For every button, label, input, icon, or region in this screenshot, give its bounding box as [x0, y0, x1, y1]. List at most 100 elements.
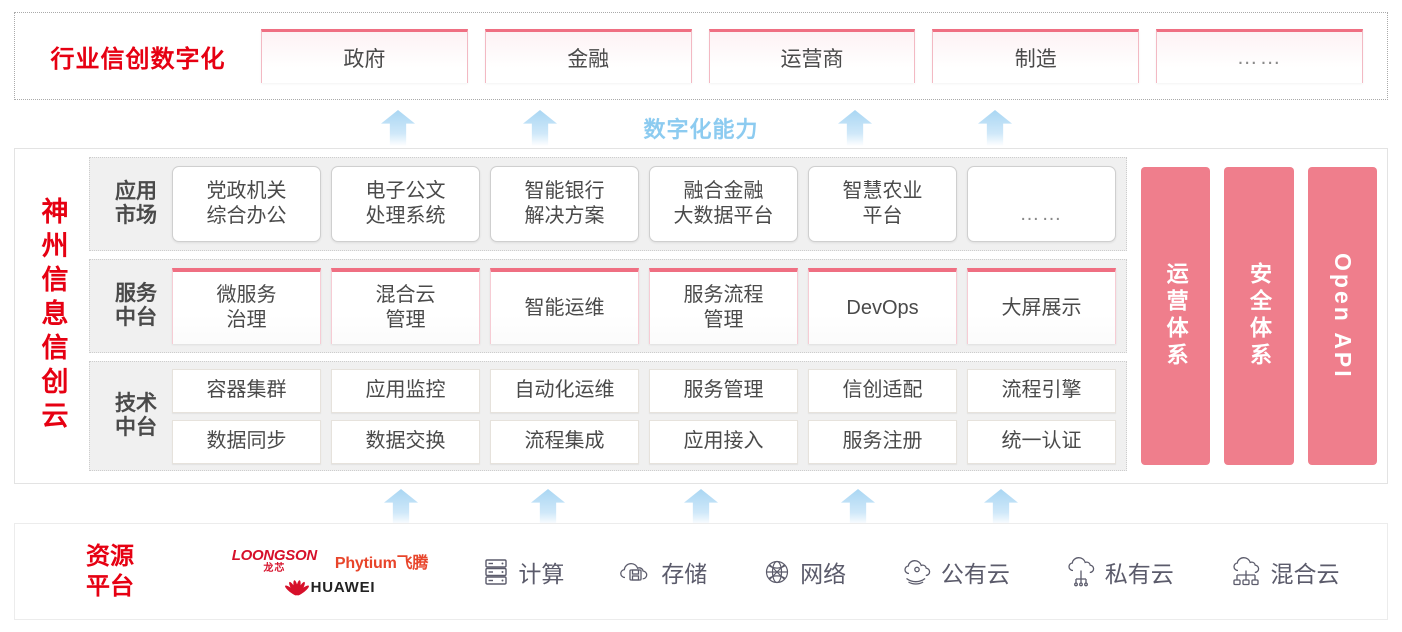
technology-platform-rows: 容器集群 应用监控 自动化运维 服务管理 信创适配 流程引擎 数据同步 数据交换… [172, 368, 1116, 464]
layer-label-line2: 中台 [115, 306, 157, 329]
tech-card-app-access[interactable]: 应用接入 [649, 419, 798, 464]
up-arrow-icon-8 [841, 489, 875, 525]
resource-item-hybrid-cloud[interactable]: 混合云 [1229, 555, 1340, 589]
huawei-logo-text: HUAWEI [310, 578, 376, 596]
layer-technology-platform: 技术 中台 容器集群 应用监控 自动化运维 服务管理 信创适配 流程引擎 [89, 361, 1127, 471]
resource-item-label: 网络 [800, 560, 847, 587]
resource-title-line2: 平台 [86, 572, 134, 600]
tech-card-container-cluster[interactable]: 容器集群 [172, 368, 321, 413]
app-card-more[interactable]: …… [967, 166, 1116, 242]
svc-card-service-process-mgmt[interactable]: 服务流程管理 [649, 268, 798, 344]
resource-item-label: 公有云 [940, 560, 1010, 587]
side-panel-label: 运营体系 [1163, 262, 1189, 370]
app-card-edoc-system[interactable]: 电子公文处理系统 [331, 166, 480, 242]
svc-card-large-screen-display[interactable]: 大屏展示 [967, 268, 1116, 344]
resource-item-label: 私有云 [1104, 560, 1174, 587]
side-panel-operation-system[interactable]: 运营体系 [1141, 167, 1211, 465]
industry-card-manufacturing[interactable]: 制造 [932, 29, 1140, 83]
tech-card-data-sync[interactable]: 数据同步 [172, 419, 321, 464]
resource-item-list: 计算 存储 [455, 555, 1387, 589]
industry-band: 行业信创数字化 政府 金融 运营商 制造 …… [14, 12, 1388, 100]
tech-card-service-registry[interactable]: 服务注册 [808, 419, 957, 464]
cloud-platform-band: 神州信息信创云 应用 市场 党政机关综合办公 电子公文处理系统 智能银行解决方案… [14, 148, 1388, 484]
resource-platform-band: 资源 平台 LOONGSON 龙芯 Phytium飞腾 HUAWEI [14, 523, 1388, 620]
up-arrow-icon-6 [531, 489, 565, 525]
resource-item-label: 计算 [518, 560, 565, 587]
layer-service-platform: 服务 中台 微服务治理 混合云管理 智能运维 服务流程管理 DevOps 大屏展… [89, 259, 1127, 353]
tech-card-data-exchange[interactable]: 数据交换 [331, 419, 480, 464]
industry-card-finance[interactable]: 金融 [484, 29, 692, 83]
industry-card-list: 政府 金融 运营商 制造 …… [261, 29, 1387, 83]
up-arrow-icon-7 [684, 489, 718, 525]
industry-card-government[interactable]: 政府 [261, 29, 468, 83]
layer-label-line1: 应用 [115, 179, 157, 203]
capability-label: 数字化能力 [643, 117, 759, 142]
layer-label-application-market: 应用 市场 [100, 180, 172, 228]
layer-label-line1: 技术 [115, 391, 157, 415]
public-cloud-icon [901, 557, 933, 587]
app-card-finance-bigdata[interactable]: 融合金融大数据平台 [649, 166, 798, 242]
resource-item-network[interactable]: 网络 [762, 555, 846, 589]
phytium-logo: Phytium飞腾 [334, 554, 429, 572]
tech-card-service-management[interactable]: 服务管理 [649, 368, 798, 413]
loongson-logo: LOONGSON 龙芯 [232, 548, 317, 574]
industry-card-more[interactable]: …… [1156, 29, 1363, 83]
loongson-logo-cn: 龙芯 [263, 562, 286, 574]
cloud-storage-icon [619, 557, 653, 587]
side-panel-open-api[interactable]: Open API [1307, 167, 1377, 465]
resource-item-private-cloud[interactable]: 私有云 [1065, 555, 1174, 589]
vendor-logo-row-2: HUAWEI [283, 578, 376, 597]
layer-label-line1: 服务 [115, 281, 157, 305]
server-icon [482, 557, 510, 587]
layer-application-market: 应用 市场 党政机关综合办公 电子公文处理系统 智能银行解决方案 融合金融大数据… [89, 157, 1127, 251]
resource-platform-title: 资源 平台 [15, 542, 205, 602]
side-panel-security-system[interactable]: 安全体系 [1224, 167, 1294, 465]
cloud-platform-body: 应用 市场 党政机关综合办公 电子公文处理系统 智能银行解决方案 融合金融大数据… [89, 149, 1387, 483]
resource-item-label: 存储 [661, 560, 708, 587]
resource-item-label: 混合云 [1270, 560, 1340, 587]
vendor-logo-row-1: LOONGSON 龙芯 Phytium飞腾 [232, 548, 429, 574]
svc-card-microservice-governance[interactable]: 微服务治理 [172, 268, 321, 344]
app-card-smart-bank[interactable]: 智能银行解决方案 [490, 166, 639, 242]
svc-card-devops[interactable]: DevOps [808, 268, 957, 344]
network-globe-icon [762, 557, 792, 587]
app-card-government-office[interactable]: 党政机关综合办公 [172, 166, 321, 242]
svc-card-hybrid-cloud-mgmt[interactable]: 混合云管理 [331, 268, 480, 344]
private-cloud-icon [1065, 556, 1097, 588]
huawei-petal-icon [283, 579, 310, 597]
vendor-logo-group: LOONGSON 龙芯 Phytium飞腾 HUAWEI [205, 548, 455, 597]
tech-card-unified-auth[interactable]: 统一认证 [967, 419, 1116, 464]
industry-card-operator[interactable]: 运营商 [708, 29, 916, 83]
tech-card-app-monitoring[interactable]: 应用监控 [331, 368, 480, 413]
technology-row-2: 数据同步 数据交换 流程集成 应用接入 服务注册 统一认证 [172, 419, 1116, 464]
up-arrow-icon-9 [984, 489, 1018, 525]
technology-row-1: 容器集群 应用监控 自动化运维 服务管理 信创适配 流程引擎 [172, 368, 1116, 413]
cloud-layer-column: 应用 市场 党政机关综合办公 电子公文处理系统 智能银行解决方案 融合金融大数据… [89, 157, 1127, 475]
layer-label-service-platform: 服务 中台 [100, 282, 172, 330]
app-card-smart-agriculture[interactable]: 智慧农业平台 [808, 166, 957, 242]
cloud-platform-title-text: 神州信息信创云 [37, 197, 68, 435]
resource-title-line1: 资源 [86, 542, 134, 570]
tech-card-process-engine[interactable]: 流程引擎 [967, 368, 1116, 413]
huawei-logo: HUAWEI [283, 578, 376, 597]
tech-card-automated-ops[interactable]: 自动化运维 [490, 368, 639, 413]
loongson-logo-en: LOONGSON [231, 546, 317, 564]
cloud-side-panels: 运营体系 安全体系 Open API [1127, 157, 1377, 475]
service-platform-cards: 微服务治理 混合云管理 智能运维 服务流程管理 DevOps 大屏展示 [172, 268, 1116, 344]
svc-card-intelligent-ops[interactable]: 智能运维 [490, 268, 639, 344]
application-market-cards: 党政机关综合办公 电子公文处理系统 智能银行解决方案 融合金融大数据平台 智慧农… [172, 166, 1116, 242]
up-arrow-icon-5 [384, 489, 418, 525]
tech-card-xinchuang-adaptation[interactable]: 信创适配 [808, 368, 957, 413]
resource-item-public-cloud[interactable]: 公有云 [901, 555, 1010, 589]
industry-title: 行业信创数字化 [50, 45, 226, 73]
layer-label-line2: 中台 [115, 416, 157, 439]
hybrid-cloud-icon [1229, 556, 1263, 587]
side-panel-label: Open API [1329, 252, 1356, 380]
resource-item-compute[interactable]: 计算 [482, 555, 564, 589]
cloud-platform-title: 神州信息信创云 [15, 149, 89, 483]
layer-label-technology-platform: 技术 中台 [100, 392, 172, 440]
side-panel-label: 安全体系 [1246, 262, 1272, 370]
resource-item-storage[interactable]: 存储 [619, 555, 707, 589]
tech-card-process-integration[interactable]: 流程集成 [490, 419, 639, 464]
